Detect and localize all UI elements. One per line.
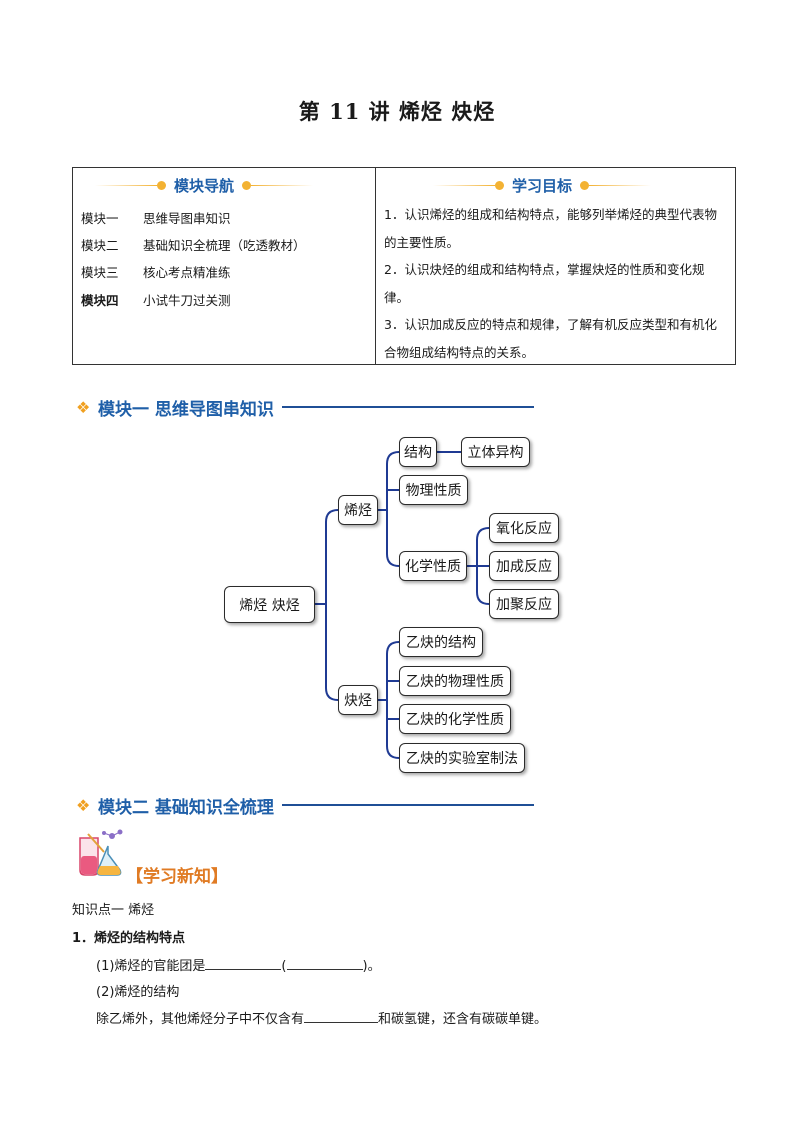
mindmap-alkyne: 炔烃: [338, 685, 378, 715]
diamond-icon: ❖: [76, 795, 91, 815]
dot-icon: [580, 180, 590, 190]
diamond-icon: ❖: [76, 397, 91, 417]
paragraph-line: 除乙烯外，其他烯烃分子中不仅含有和碳氢键，还含有碳碳单键。: [96, 1010, 548, 1027]
mindmap-physical: 物理性质: [399, 475, 468, 505]
nav-item-4: 模块四小试牛刀过关测: [81, 293, 231, 308]
mindmap-alkene: 烯烃: [338, 495, 378, 525]
nav-heading: 模块导航: [95, 174, 314, 196]
nav-item-1: 模块一思维导图串知识: [81, 211, 231, 226]
mindmap-acetylene-physical: 乙炔的物理性质: [399, 666, 511, 696]
answer-blank[interactable]: [286, 957, 363, 970]
nav-item-2: 模块二基础知识全梳理（吃透教材）: [81, 238, 306, 253]
mindmap-addition: 加成反应: [489, 551, 559, 581]
answer-blank[interactable]: [205, 957, 282, 970]
paragraph-line: (1)烯烃的官能团是()。: [96, 957, 381, 974]
goal-item: 2．认识炔烃的组成和结构特点，掌握炔烃的性质和变化规律。: [384, 262, 705, 305]
dot-icon: [495, 180, 504, 190]
answer-blank[interactable]: [304, 1010, 379, 1023]
mindmap-structure: 结构: [399, 437, 437, 467]
mindmap-acetylene-chemical: 乙炔的化学性质: [399, 704, 511, 734]
table-divider: [375, 168, 376, 364]
mindmap-oxidation: 氧化反应: [489, 513, 559, 543]
subheading: 1．烯烃的结构特点: [72, 931, 186, 946]
section-heading-2: ❖ 模块二 基础知识全梳理: [76, 793, 534, 818]
nav-item-3: 模块三核心考点精准练: [81, 265, 231, 280]
flask-icon: [79, 829, 123, 876]
goals-heading: 学习目标: [433, 174, 652, 196]
section-heading-1: ❖ 模块一 思维导图串知识: [76, 395, 534, 420]
intro-table: 模块导航 模块一思维导图串知识 模块二基础知识全梳理（吃透教材） 模块三核心考点…: [72, 167, 736, 365]
mindmap-acetylene-preparation: 乙炔的实验室制法: [399, 743, 525, 773]
mindmap-acetylene-structure: 乙炔的结构: [399, 627, 483, 657]
mindmap-chemical: 化学性质: [399, 551, 467, 581]
mindmap-isomer: 立体异构: [461, 437, 530, 467]
mindmap-root: 烯烃 炔烃: [224, 586, 315, 623]
goals-list: 1．认识烯烃的组成和结构特点，能够列举烯烃的典型代表物的主要性质。 2．认识炔烃…: [384, 201, 728, 366]
dot-icon: [242, 180, 252, 190]
dot-icon: [157, 180, 166, 190]
goal-item: 3．认识加成反应的特点和规律，了解有机反应类型和有机化合物组成结构特点的关系。: [384, 317, 717, 360]
knowledge-point-title: 知识点一 烯烃: [72, 903, 155, 918]
new-knowledge-label: 【学习新知】: [126, 867, 228, 887]
page-title: 第 11 讲 烯烃 炔烃: [298, 99, 496, 124]
mindmap-polymer: 加聚反应: [489, 589, 559, 619]
paragraph-line: (2)烯烃的结构: [96, 985, 180, 1000]
goal-item: 1．认识烯烃的组成和结构特点，能够列举烯烃的典型代表物的主要性质。: [384, 207, 717, 250]
